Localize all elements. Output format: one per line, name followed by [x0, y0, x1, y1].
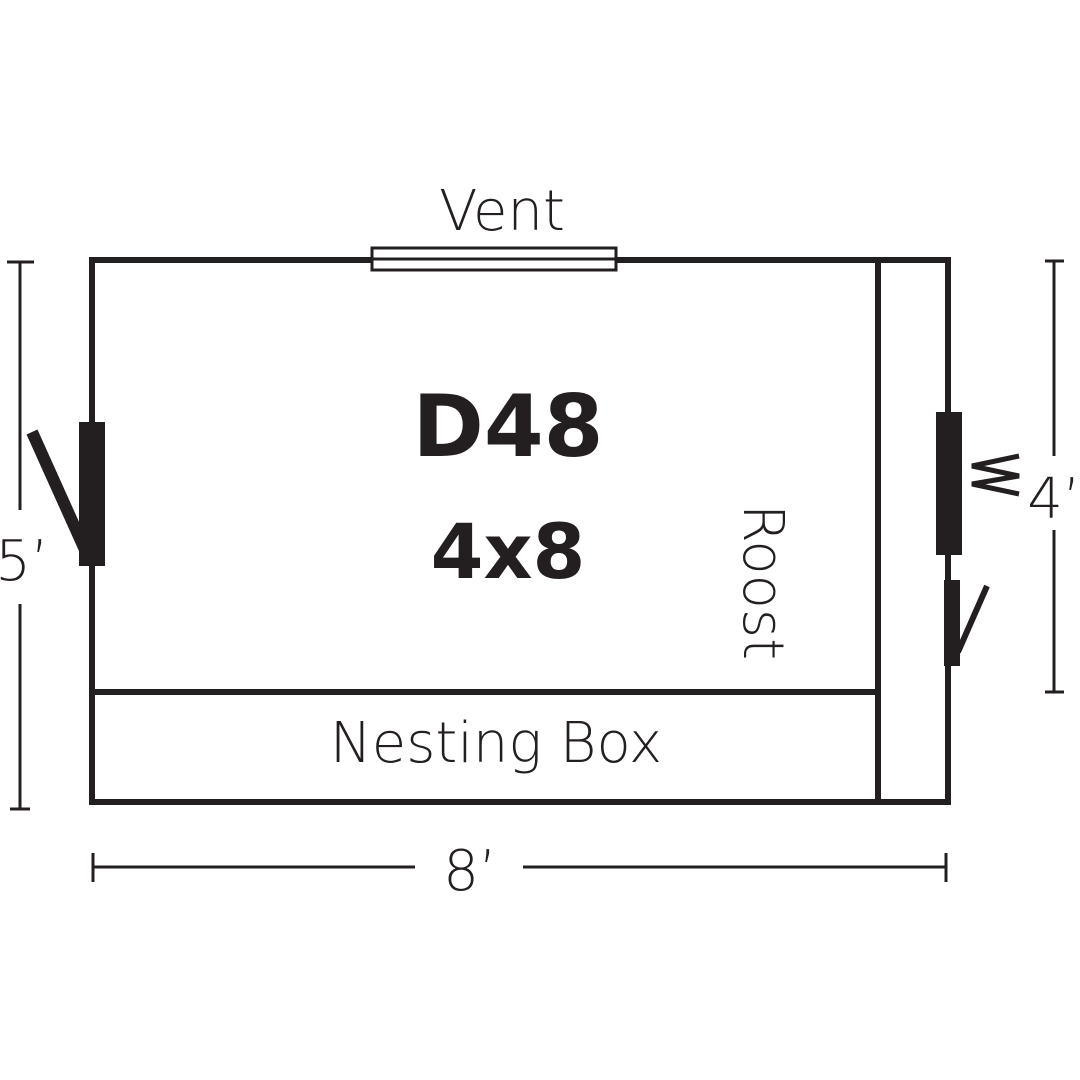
vent-label: Vent: [439, 179, 565, 244]
left-height-dimension: 5’: [0, 260, 49, 811]
width-dim-label: 8’: [443, 839, 496, 904]
model-label: D48: [412, 377, 603, 477]
roost-label: Roost: [730, 504, 795, 660]
pop-door-swing: [955, 584, 990, 654]
width-dimension: 8’: [91, 839, 948, 904]
left-door-swing: [26, 429, 92, 555]
right-window-chevron: [971, 453, 1020, 497]
size-label: 4x8: [431, 507, 586, 596]
left-dim-label: 5’: [0, 529, 49, 594]
right-height-dimension: 4’: [1027, 259, 1080, 694]
right-door: [936, 412, 962, 555]
pop-door: [944, 580, 960, 666]
nesting-box-label: Nesting Box: [330, 711, 662, 776]
right-dim-label: 4’: [1027, 467, 1080, 532]
